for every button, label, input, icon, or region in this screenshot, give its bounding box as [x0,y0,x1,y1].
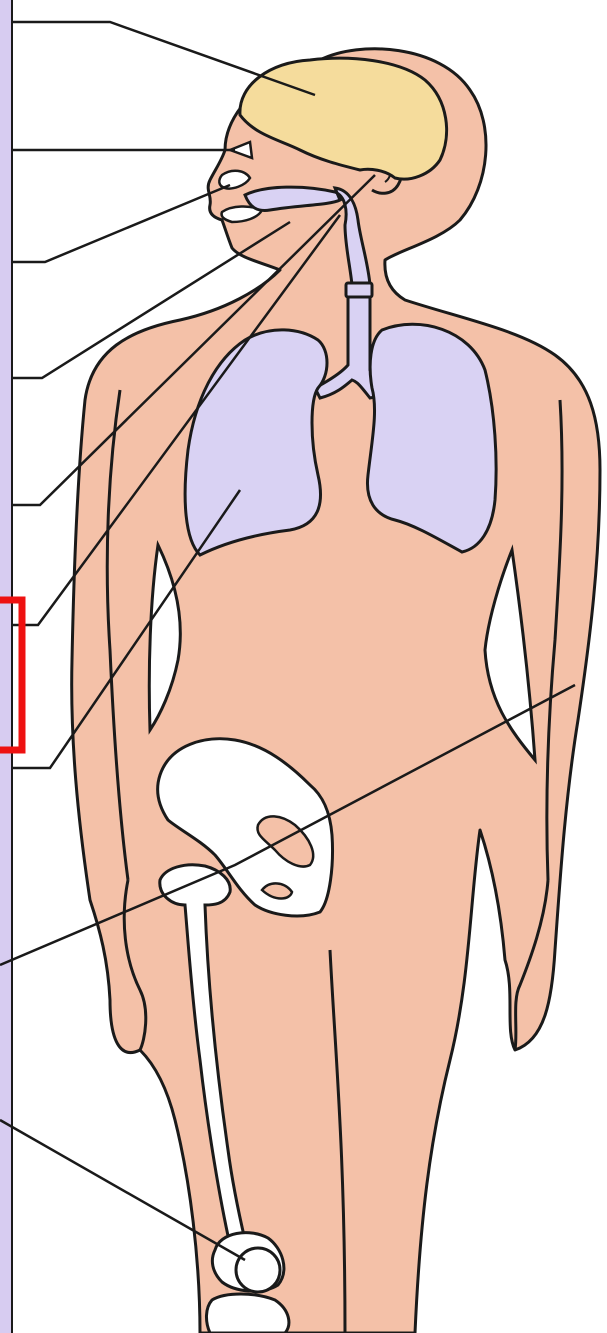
label-strip [0,0,12,1333]
patella [236,1248,280,1292]
tibia-top [206,1294,288,1333]
leader-line-nasal [12,185,230,262]
larynx [346,283,372,297]
right-lung [367,324,496,552]
